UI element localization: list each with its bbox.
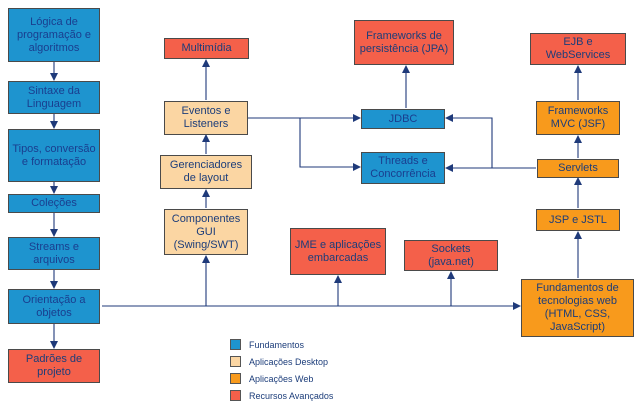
legend-swatch [230,356,241,367]
node-frameworks-mvc: Frameworks MVC (JSF) [536,101,620,135]
node-threads: Threads e Concorrência [361,152,445,184]
node-ejb: EJB e WebServices [530,33,626,65]
legend-swatch [230,390,241,401]
node-multimidia: Multimídia [164,38,249,59]
node-jsp: JSP e JSTL [536,209,620,231]
node-componentes: Componentes GUI (Swing/SWT) [164,209,248,255]
node-jme: JME e aplicações embarcadas [290,228,386,275]
node-fundamentos-web: Fundamentos de tecnologias web (HTML, CS… [521,279,634,337]
arrow-eventos-threads [248,117,361,171]
legend-swatch [230,373,241,384]
node-colecoes: Coleções [8,194,100,213]
legend-item: Aplicações Web [230,373,313,384]
node-streams: Streams e arquivos [8,237,100,270]
legend-item: Aplicações Desktop [230,356,328,367]
node-sintaxe: Sintaxe da Linguagem [8,81,100,114]
node-frameworks-persistencia: Frameworks de persistência (JPA) [354,20,454,65]
node-gerenciadores: Gerenciadores de layout [160,155,252,189]
node-sockets: Sockets (java.net) [404,240,498,271]
arrow-servlets-jdbc [445,114,536,169]
legend-swatch [230,339,241,350]
node-orientacao: Orientação a objetos [8,289,100,324]
node-jdbc: JDBC [361,109,445,129]
node-servlets: Servlets [537,159,619,178]
legend-item: Fundamentos [230,339,304,350]
node-tipos: Tipos, conversão e formatação [8,129,100,182]
legend-item: Recursos Avançados [230,390,333,401]
node-padroes: Padrões de projeto [8,349,100,383]
node-eventos: Eventos e Listeners [164,101,248,135]
node-logica: Lógica de programação e algoritmos [8,8,100,62]
